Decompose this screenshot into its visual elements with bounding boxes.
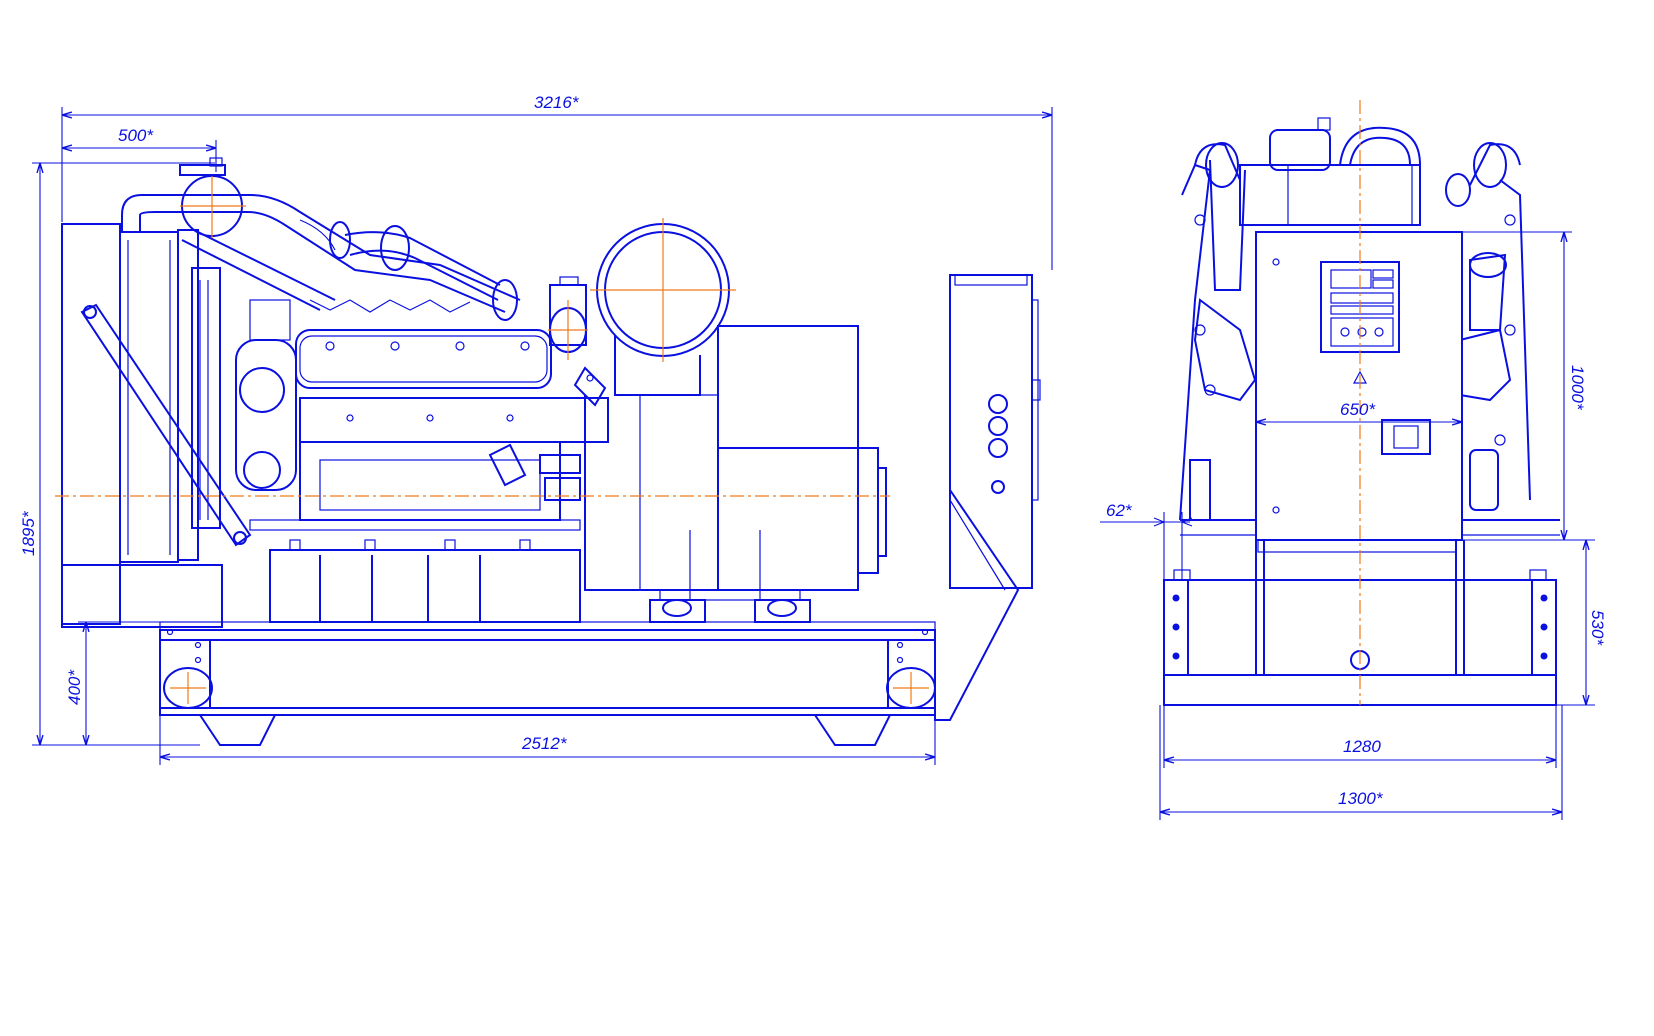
front-dimensions: 1000* 650* 62* 530* 1280 1300* [1100, 231, 1607, 820]
batteries [269, 539, 581, 623]
dim-base-height: 530* [1588, 610, 1607, 646]
dim-overall-height: 1895* [19, 510, 38, 556]
alternator [584, 325, 887, 623]
air-filter [590, 218, 736, 396]
side-base-frame [159, 621, 936, 746]
dim-frame-length: 2512* [521, 734, 568, 753]
side-dimensions: 3216* 500* 1895* 400* 2512* [19, 93, 1053, 765]
dim-overall-width: 1300* [1338, 789, 1384, 808]
engine [235, 276, 609, 531]
radiator-strut [80, 303, 252, 547]
coolant-pipes [121, 157, 521, 321]
radiator [61, 223, 223, 628]
dim-offset: 62* [1106, 501, 1133, 520]
dim-overall-length: 3216* [534, 93, 580, 112]
dim-frame-height: 400* [65, 669, 84, 705]
front-view: 1000* 650* 62* 530* 1280 1300* [1100, 100, 1607, 820]
control-cabinet-side [934, 274, 1041, 721]
dim-panel-height: 1000* [1568, 365, 1587, 411]
side-view: 3216* 500* 1895* 400* 2512* [19, 93, 1053, 765]
dim-panel-width: 650* [1340, 400, 1376, 419]
front-engine-body [1179, 117, 1560, 536]
dim-radiator-offset: 500* [118, 126, 154, 145]
control-cabinet-front [1255, 231, 1463, 541]
dim-frame-width: 1280 [1343, 737, 1381, 756]
